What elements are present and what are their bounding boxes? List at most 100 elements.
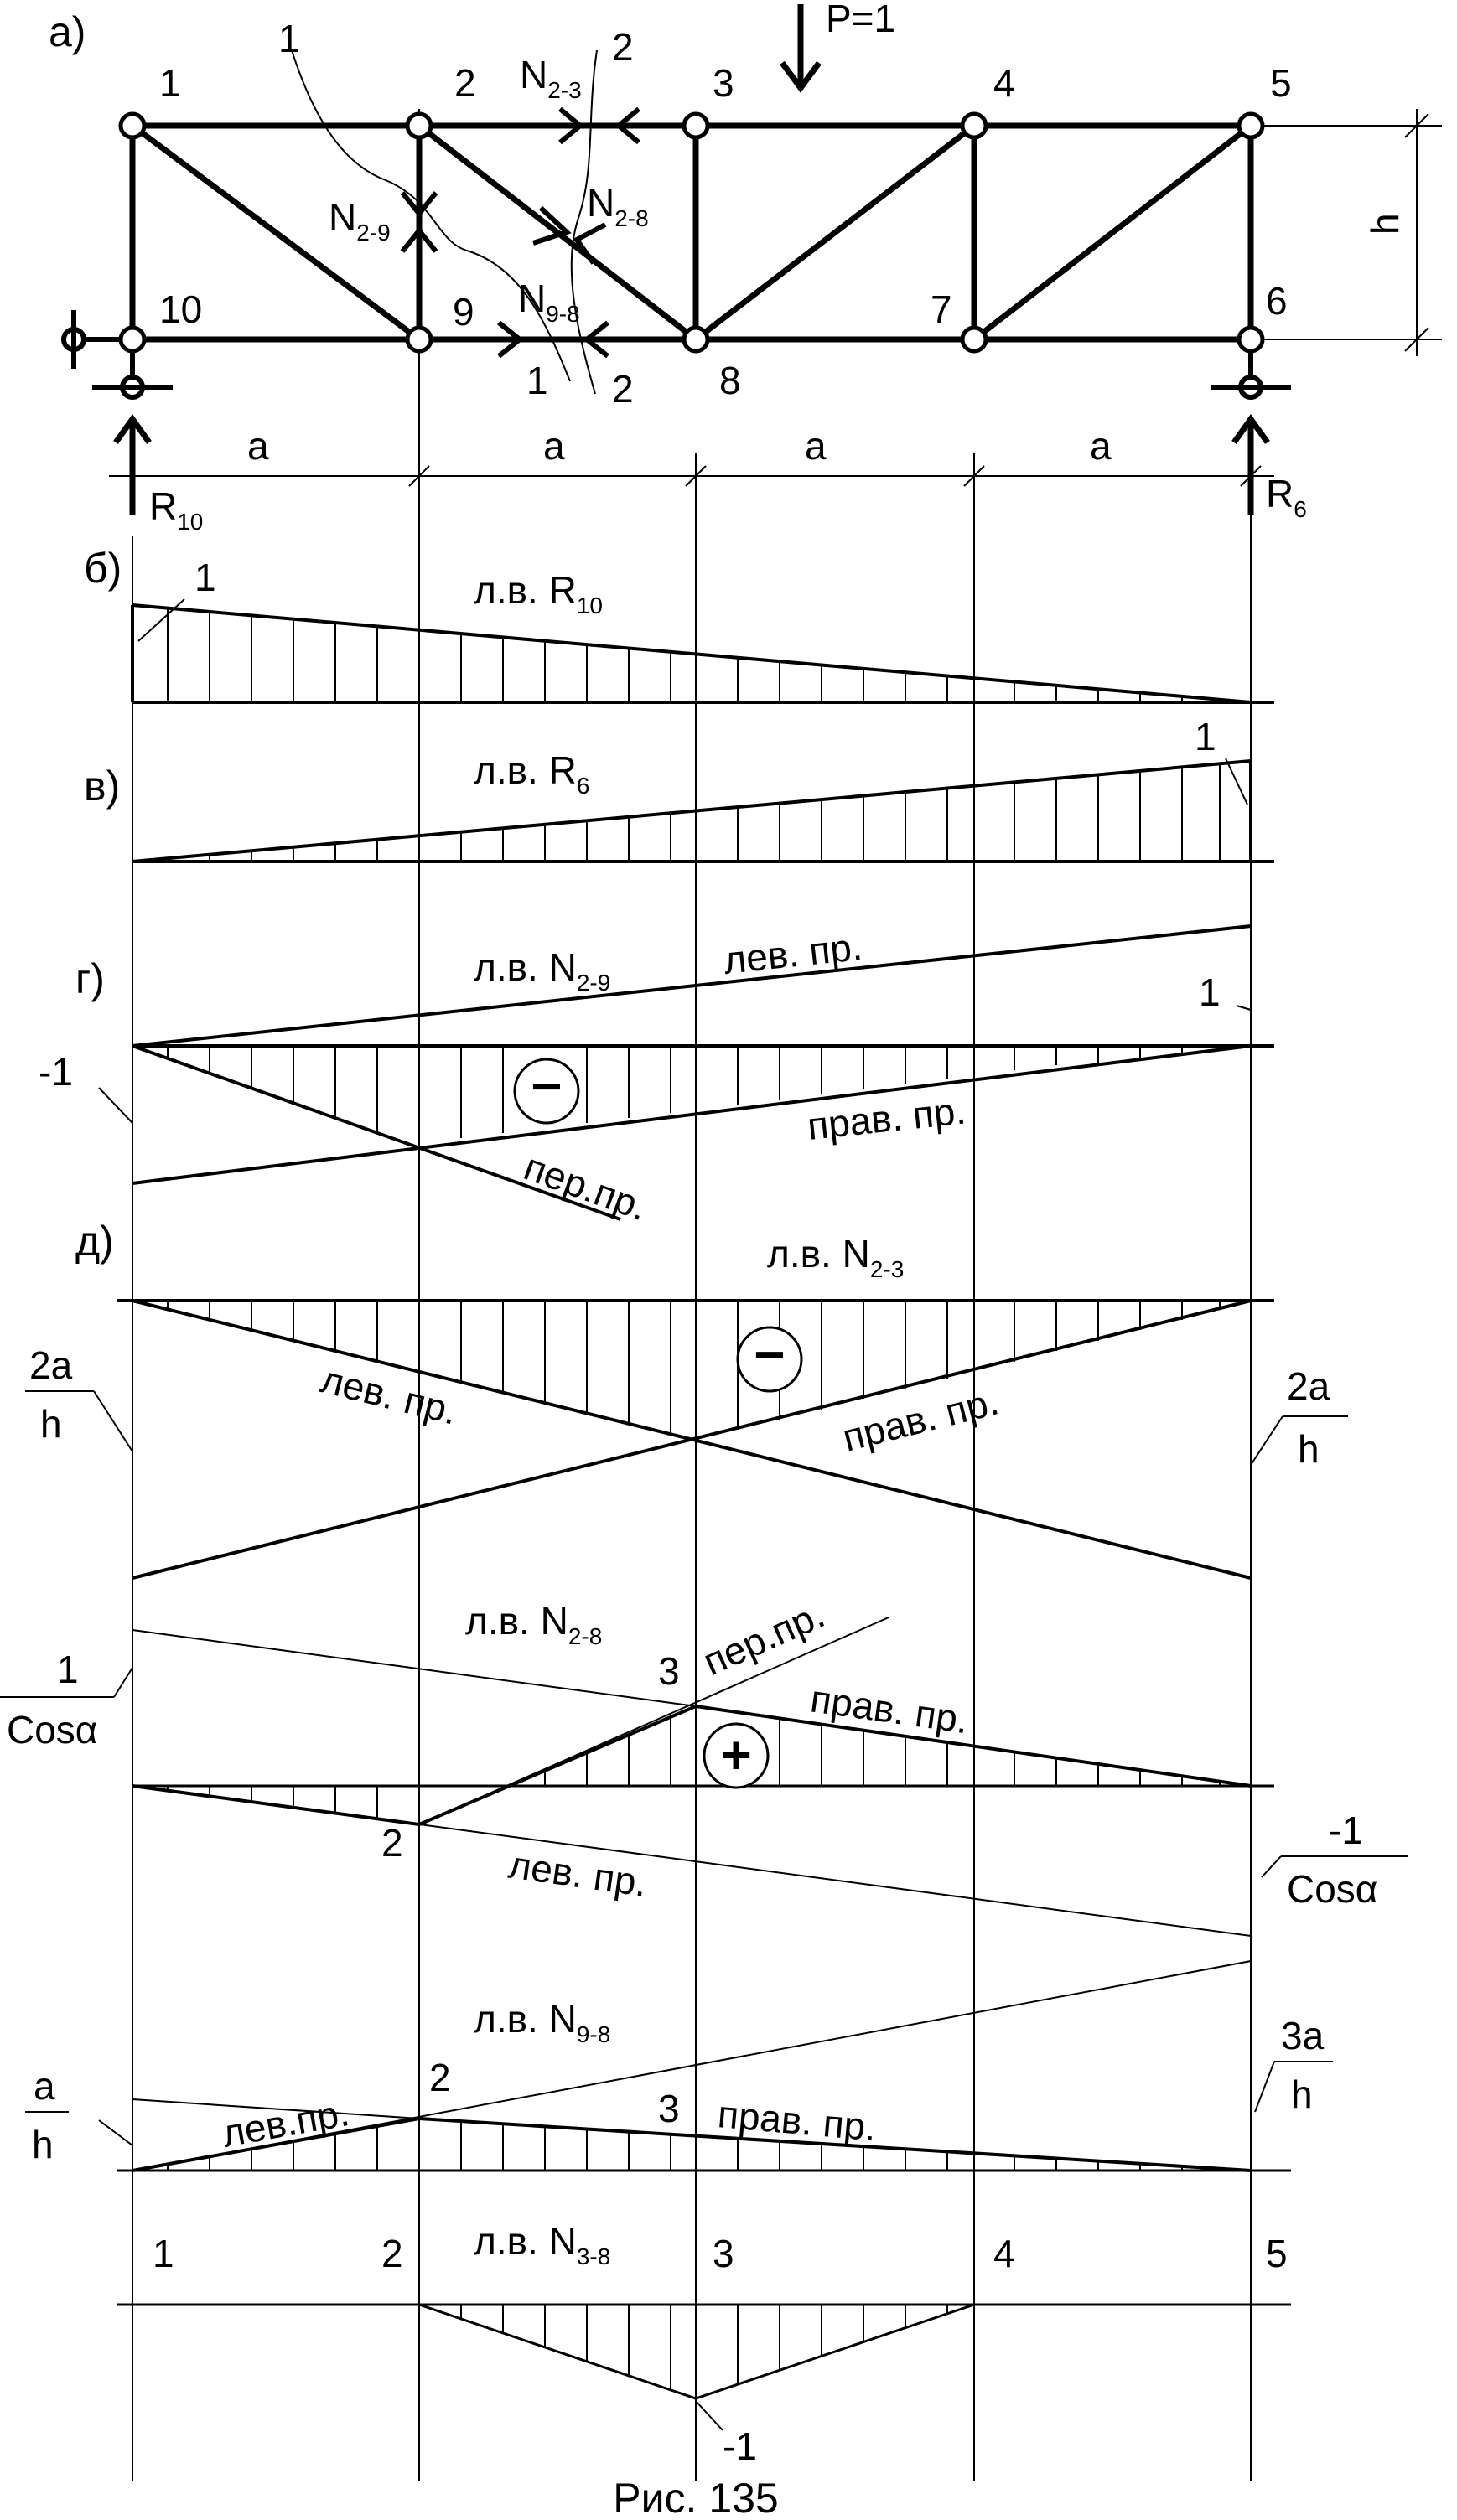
point-1-n38: 1 (153, 2232, 174, 2275)
figure-caption: Рис. 135 (613, 2475, 779, 2516)
reaction-r6-label: R6 (1266, 472, 1307, 522)
right-branch-n28: прав. пр. (808, 1676, 972, 1741)
point-5-n38: 5 (1266, 2232, 1288, 2275)
ordinate-n98-right-den: h (1291, 2072, 1313, 2116)
sign-n28: + (720, 1725, 751, 1785)
node-3: 3 (713, 61, 734, 105)
point-3-n38: 3 (713, 2232, 734, 2275)
hatch-n28 (167, 1717, 1221, 1819)
point-2-n28: 2 (381, 1821, 403, 1865)
node-4: 4 (993, 61, 1015, 105)
force-n29-label: N2-9 (329, 195, 391, 246)
supports (61, 310, 1291, 400)
ordinate-n28-right-den: Cosα (1287, 1867, 1377, 1911)
node-9: 9 (453, 290, 474, 334)
influence-line-r10: б) 1 л.в. R10 (84, 545, 1274, 704)
title-r6: л.в. R6 (474, 748, 589, 799)
ordinate-n29-right: 1 (1199, 970, 1221, 1014)
load-label: P=1 (826, 0, 895, 40)
hatch-n29 (167, 1046, 1221, 1138)
point-3-n28: 3 (658, 1649, 680, 1693)
influence-line-n29: г) − л.в. N2-9 лев. пр. прав. пр. пер.пр… (39, 924, 1274, 1229)
ordinate-n23-right-num: 2a (1287, 1364, 1330, 1408)
left-branch-n29: лев. пр. (722, 924, 864, 982)
ordinate-n23-right-den: h (1298, 1427, 1320, 1471)
title-n98: л.в. N9-8 (474, 1997, 610, 2047)
point-2-n98: 2 (429, 2056, 451, 2099)
section-lines (291, 49, 598, 395)
left-branch-n98: лев.пр. (219, 2090, 353, 2155)
node-2: 2 (454, 61, 476, 105)
influence-line-r6: в) 1 л.в. R6 (84, 715, 1274, 863)
force-n23-label: N2-3 (520, 53, 582, 103)
section-1-bottom: 1 (526, 359, 548, 402)
node-5: 5 (1270, 61, 1292, 105)
sign-n29: − (531, 1056, 562, 1116)
title-n28: л.в. N2-8 (465, 1599, 602, 1649)
panel-label-a: а) (49, 8, 86, 55)
panel-label-g: г) (75, 955, 105, 1002)
truss-scheme: а) (49, 0, 1442, 535)
truss-joints (118, 111, 1265, 354)
node-numbers: 1 2 3 4 5 6 7 8 9 10 (159, 61, 1292, 402)
node-10: 10 (159, 287, 202, 331)
influence-line-n28: + л.в. N2-8 3 2 пер.пр. прав. пр. лев. п… (0, 1592, 1408, 1937)
title-n38: л.в. N3-8 (474, 2219, 610, 2269)
transfer-n29: пер.пр. (519, 1145, 654, 1229)
ordinate-n98-right-num: 3a (1281, 2014, 1325, 2057)
ordinate-r10: 1 (194, 556, 216, 599)
ordinate-n98-left-den: h (32, 2123, 54, 2166)
ordinate-n28-left-num: 1 (57, 1648, 79, 1691)
section-2-top: 2 (612, 25, 634, 69)
reaction-arrows (113, 413, 1270, 515)
ordinate-n98-left-num: a (34, 2064, 55, 2108)
panel-label-b: б) (84, 545, 122, 592)
span-a-3: a (805, 424, 827, 468)
node-1: 1 (159, 61, 181, 105)
section-2-bottom: 2 (612, 367, 634, 411)
point-2-n38: 2 (381, 2232, 403, 2275)
height-dimension (1264, 109, 1442, 356)
right-branch-n98: прав. пр. (716, 2092, 878, 2149)
span-dimension (109, 465, 1274, 487)
span-a-1: a (247, 424, 269, 468)
panel-label-d: д) (75, 1218, 114, 1265)
span-a-4: a (1090, 424, 1112, 468)
load-arrow (780, 4, 822, 93)
hatch-n23 (167, 1301, 1221, 1434)
ordinate-n38: -1 (723, 2424, 757, 2468)
reaction-r10-label: R10 (149, 484, 203, 535)
ordinate-n28-right-num: -1 (1329, 1809, 1363, 1852)
node-6: 6 (1266, 279, 1288, 323)
hatch-n38 (460, 2305, 948, 2390)
influence-line-n23: д) − л.в. N2-3 лев. пр. прав. пр. 2a h 2… (25, 1218, 1348, 1580)
title-n23: л.в. N2-3 (767, 1232, 904, 1282)
ordinate-n23-left-den: h (40, 1402, 62, 1446)
truss-members (129, 122, 1254, 343)
ordinate-r6: 1 (1195, 715, 1216, 758)
height-label: h (1363, 213, 1407, 235)
node-7: 7 (931, 287, 952, 331)
span-a-2: a (543, 424, 565, 468)
point-3-n98: 3 (658, 2087, 680, 2130)
section-1-top: 1 (278, 17, 300, 60)
hatch-r10 (167, 608, 1183, 702)
force-n98-label: N9-8 (518, 277, 580, 327)
point-4-n38: 4 (993, 2232, 1015, 2275)
sign-n23: − (754, 1324, 785, 1384)
transfer-n28: пер.пр. (697, 1592, 831, 1684)
hatch-n98 (167, 2121, 1183, 2171)
influence-line-n38: л.в. N3-8 1 2 3 4 5 -1 (117, 2219, 1291, 2468)
panel-label-v: в) (84, 763, 120, 810)
hatch-r6 (209, 763, 1221, 862)
ordinate-n23-left-num: 2a (29, 1343, 73, 1387)
ordinate-n28-left-den: Cosα (7, 1708, 97, 1752)
node-8: 8 (719, 359, 741, 402)
left-branch-n23: лев. пр. (317, 1357, 462, 1433)
title-n29: л.в. N2-9 (474, 945, 610, 996)
force-arrows (400, 106, 640, 359)
influence-line-n98: л.в. N9-8 2 3 лев.пр. прав. пр. a h 3a h (25, 1960, 1333, 2172)
force-n28-label: N2-8 (587, 181, 649, 231)
